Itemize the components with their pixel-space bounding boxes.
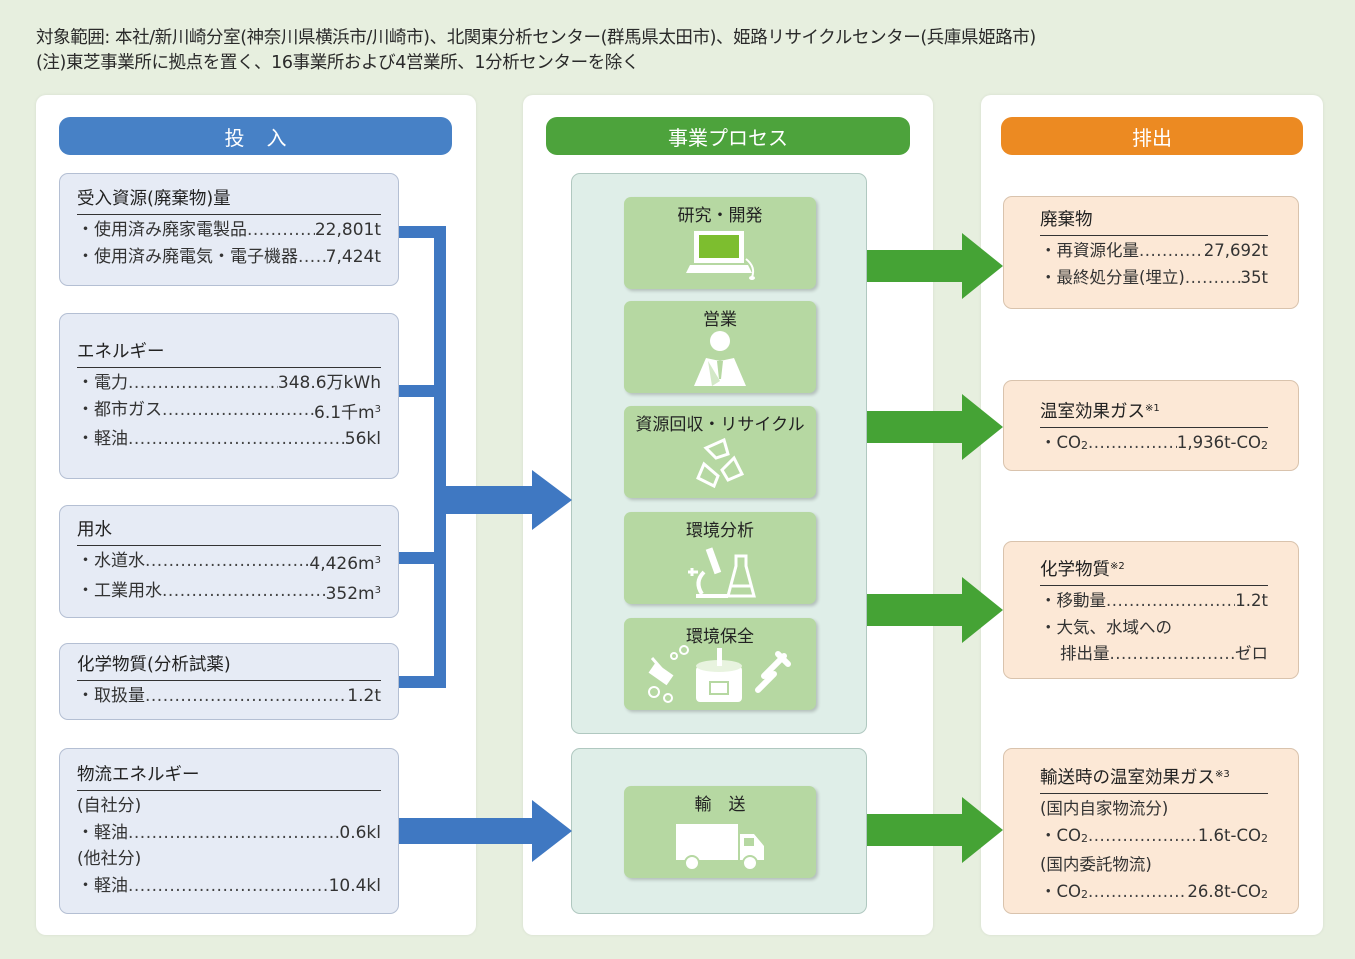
output-chem-title: 化学物質※2 [1040,556,1268,586]
recycle-icon [696,437,745,489]
computer-icon [686,231,755,280]
process-analysis: 環境分析 [624,512,816,604]
scope-line-1: 対象範囲: 本社/新川崎分室(神奈川県横浜市/川崎市)、北関東分析センター(群馬… [36,28,1036,48]
arrow-to-chemicals [867,577,1003,643]
person-icon [694,331,746,386]
input-resources-title: 受入資源(廃棄物)量 [77,188,381,215]
process-header: 事業プロセス [546,117,910,155]
process-transport: 輸 送 [624,786,816,878]
input-row: ・水道水 4,426m3 [77,548,381,578]
input-row: ・軽油56kl [77,426,381,453]
input-header: 投入 [59,117,452,155]
input-box-water: 用水 ・水道水 4,426m3 ・工業用水352m3 [59,505,399,618]
input-logistics-title: 物流エネルギー [77,764,381,791]
arrow-input-to-process [434,470,572,530]
process-conservation-label: 環境保全 [686,627,754,647]
arrow-to-waste [867,233,1003,299]
cleanup-tools-icon [648,645,791,703]
output-line: ・大気、水域への [1040,617,1172,637]
output-line: (国内自家物流分) [1040,799,1169,818]
input-row: (他社分) [77,849,142,869]
input-box-resources: 受入資源(廃棄物)量 ・使用済み廃家電製品 22,801t ・使用済み廃電気・電… [59,173,399,286]
arrow-to-transport-ghg [867,797,1003,863]
output-row: ・再資源化量 27,692t [1040,238,1268,265]
input-row: (自社分) [77,796,142,816]
input-box-chemicals: 化学物質(分析試薬) ・取扱量 1.2t [59,643,399,720]
output-waste-title: 廃棄物 [1040,209,1268,236]
input-water-title: 用水 [77,519,381,546]
scope-line-2: (注)東芝事業所に拠点を置く、16事業所および4営業所、1分析センターを除く [36,53,639,73]
input-energy-title: エネルギー [77,341,381,368]
input-row: ・使用済み廃電気・電子機器7,424t [77,244,381,271]
output-row: ・CO2 26.8t-CO2 [1040,879,1268,909]
input-chem-title: 化学物質(分析試薬) [77,654,381,681]
input-row: ・工業用水352m3 [77,578,381,608]
arrow-logistics-to-transport [399,800,572,862]
input-row: ・軽油0.6kl [77,820,381,847]
connector-line [434,226,446,688]
output-row: ・最終処分量(埋立) 35t [1040,265,1268,292]
output-transport-title: 輸送時の温室効果ガス※3 [1040,764,1268,794]
process-transport-label: 輸 送 [694,795,746,815]
output-row: ・CO2 1,936t-CO2 [1040,430,1268,460]
input-box-logistics: 物流エネルギー (自社分) ・軽油0.6kl (他社分) ・軽油 10.4kl [59,748,399,914]
input-box-energy: エネルギー ・電力348.6万kWh ・都市ガス 6.1千m3 ・軽油56kl [59,313,399,479]
input-row: ・取扱量 1.2t [77,683,381,710]
scope-note: 対象範囲: 本社/新川崎分室(神奈川県横浜市/川崎市)、北関東分析センター(群馬… [36,26,1036,76]
output-box-chemicals: 化学物質※2 ・移動量 1.2t ・大気、水域への 排出量 ゼロ [1003,541,1299,679]
output-box-ghg: 温室効果ガス※1 ・CO2 1,936t-CO2 [1003,380,1299,471]
output-row: 排出量 ゼロ [1040,641,1268,668]
microscope-icon [688,547,756,598]
output-ghg-title: 温室効果ガス※1 [1040,398,1268,428]
process-conservation: 環境保全 [624,618,816,710]
output-box-transport-ghg: 輸送時の温室効果ガス※3 (国内自家物流分) ・CO2 1.6t-CO2 (国内… [1003,748,1299,914]
process-analysis-label: 環境分析 [686,521,754,541]
output-header: 排出 [1001,117,1303,155]
input-row: ・使用済み廃家電製品 22,801t [77,217,381,244]
input-row: ・都市ガス 6.1千m3 [77,397,381,427]
output-box-waste: 廃棄物 ・再資源化量 27,692t ・最終処分量(埋立) 35t [1003,196,1299,309]
output-line: (国内委託物流) [1040,855,1152,874]
process-recycling: 資源回収・リサイクル [624,406,816,498]
output-row: ・移動量 1.2t [1040,588,1268,615]
process-research-label: 研究・開発 [677,206,763,226]
truck-icon [676,824,764,871]
process-research: 研究・開発 [624,197,816,289]
process-sales-label: 営業 [703,310,737,330]
arrow-to-ghg [867,394,1003,460]
input-row: ・軽油 10.4kl [77,873,381,900]
input-row: ・電力348.6万kWh [77,370,381,397]
process-sales: 営業 [624,301,816,393]
process-recycling-label: 資源回収・リサイクル [635,415,805,435]
output-row: ・CO2 1.6t-CO2 [1040,823,1268,853]
